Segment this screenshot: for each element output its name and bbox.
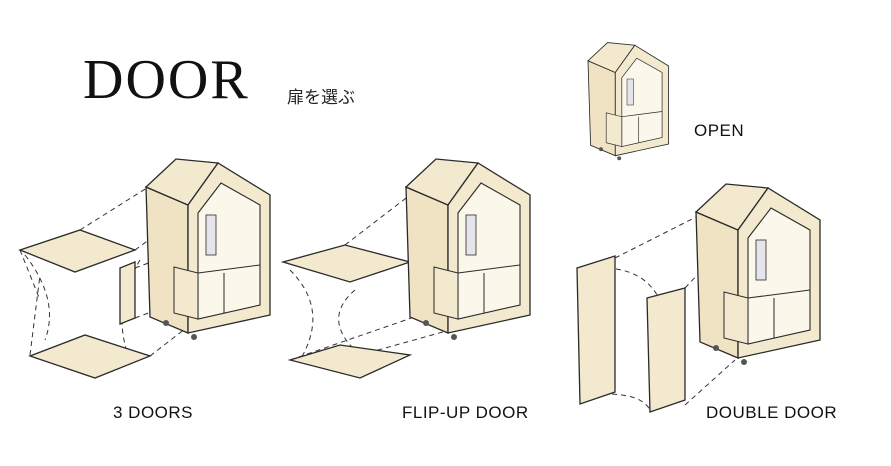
cabinet-flip-up-door-illustration [280,158,531,379]
page-subtitle: 扉を選ぶ [287,88,355,108]
cabinet-3-doors-illustration [18,158,271,379]
label-open: OPEN [694,121,745,140]
page-title: DOOR [83,49,250,111]
label-flip-up-door: FLIP-UP DOOR [402,403,529,422]
cabinet-open-illustration [587,42,670,161]
cabinet-double-door-illustration [576,183,821,413]
label-double-door: DOUBLE DOOR [706,403,838,422]
label-3-doors: 3 DOORS [113,403,194,422]
